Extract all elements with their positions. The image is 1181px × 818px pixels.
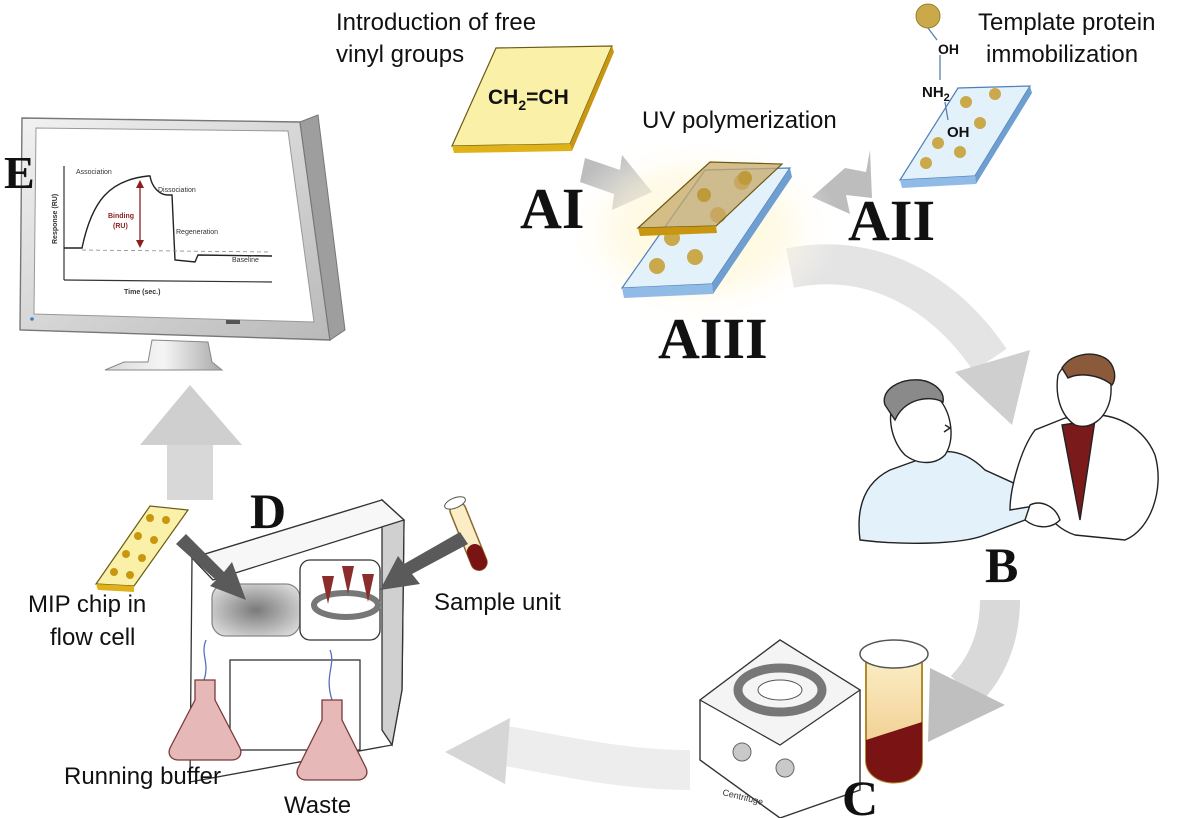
mip-chip <box>94 505 190 592</box>
vinyl-formula: CH2=CH <box>488 86 569 113</box>
label-c: C <box>842 770 878 818</box>
patient-doctor-illustration <box>858 353 1159 544</box>
template-protein-icon <box>915 3 941 29</box>
template-chip <box>898 85 1032 188</box>
waste-flask <box>296 699 368 781</box>
arrow-c-to-d-head <box>445 718 510 784</box>
nh2-label: NH2 <box>922 84 950 104</box>
caption-template-line1: Template protein <box>978 9 1155 36</box>
pipette-tips <box>322 566 374 604</box>
linker-line <box>927 27 949 121</box>
sensorgram-plot <box>63 166 273 283</box>
caption-sample: Sample unit <box>434 589 561 616</box>
caption-vinyl-line1: Introduction of free <box>336 9 536 36</box>
label-aii: AII <box>848 188 935 253</box>
label-b: B <box>985 537 1018 593</box>
monitor-stand <box>104 339 224 371</box>
polymer-chip-assembly <box>620 161 792 298</box>
sensorgram-dissociation: Dissociation <box>158 187 196 194</box>
monitor <box>19 114 346 371</box>
running-buffer-flask <box>168 679 242 761</box>
sample-tube <box>444 496 488 572</box>
caption-template-line2: immobilization <box>986 41 1138 68</box>
oh-top-label: OH <box>938 41 959 57</box>
arrow-c-to-d <box>496 725 691 790</box>
caption-vinyl-line2: vinyl groups <box>336 41 464 68</box>
sensorgram-baseline: Baseline <box>232 257 259 264</box>
blood-tube-c <box>859 639 929 784</box>
sensorgram-ylabel: Response (RU) <box>52 194 59 244</box>
caption-running: Running buffer <box>64 763 221 790</box>
arrow-chip-to-flowcell <box>176 534 246 600</box>
sensorgram-association: Association <box>76 169 112 176</box>
arrow-d-to-e-shaft <box>167 440 213 500</box>
tubing <box>203 639 333 701</box>
label-ai: AI <box>520 176 584 241</box>
sensorgram-binding-line1: Binding <box>108 213 134 220</box>
arrow-b-to-c-head <box>928 668 1005 742</box>
caption-mip-line1: MIP chip in <box>28 591 146 618</box>
sensorgram-binding-line2: (RU) <box>113 223 128 230</box>
oh-bottom-label: OH <box>947 124 970 141</box>
arrow-b-to-c <box>950 599 1020 705</box>
label-d: D <box>250 483 286 539</box>
arrow-aiii-to-b-head <box>955 350 1030 425</box>
label-aiii: AIII <box>658 306 768 371</box>
arrow-d-to-e-head <box>140 385 242 445</box>
sensorgram-regeneration: Regeneration <box>176 229 218 236</box>
centrifuge <box>698 639 862 818</box>
caption-uv: UV polymerization <box>642 107 837 134</box>
vinyl-chip <box>451 45 614 153</box>
caption-waste: Waste <box>284 792 351 818</box>
sensorgram-xlabel: Time (sec.) <box>124 289 160 296</box>
caption-mip-line2: flow cell <box>50 624 135 651</box>
arrow-sample-to-unit <box>380 532 468 590</box>
label-e: E <box>4 147 35 198</box>
